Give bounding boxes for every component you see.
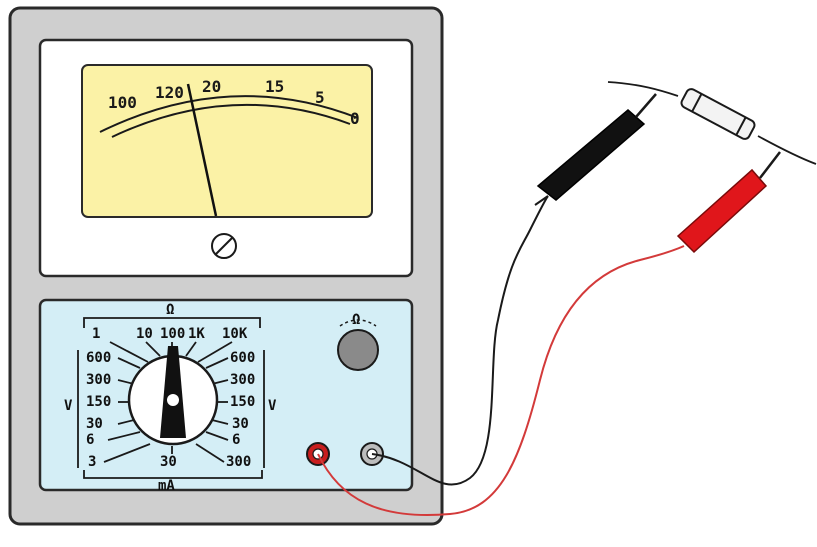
resistor-band	[735, 116, 747, 136]
resistor-under-test	[607, 81, 817, 165]
resistor-body	[680, 88, 756, 140]
left-range-label: 300	[86, 372, 111, 388]
right-voltage-unit-label: V	[268, 398, 277, 414]
red-lead-wire	[317, 245, 685, 516]
range-selector-knob[interactable]	[127, 346, 219, 446]
selector-pointer	[160, 346, 186, 438]
meter-scale-outer-arc	[99, 95, 359, 133]
ohm-range-label: 1K	[188, 326, 205, 342]
ohm-adjust-symbol: Ω	[352, 312, 360, 328]
selector-pivot	[167, 394, 179, 406]
meter-scale-inner-arc	[111, 103, 351, 138]
scale-label: 0	[350, 109, 360, 128]
right-range-label: 30	[232, 416, 249, 432]
left-range-label: 3	[88, 454, 96, 470]
black-lead-wire	[371, 195, 549, 486]
right-range-label: 6	[232, 432, 240, 448]
scale-label: 15	[265, 77, 284, 96]
resistor-band	[691, 93, 703, 113]
ma-unit-label: mA	[158, 478, 175, 494]
meter-face	[81, 64, 373, 218]
ohm-unit-label: Ω	[166, 302, 174, 318]
ohm-range-bracket	[83, 317, 261, 328]
ohm-range-label: 1	[92, 326, 100, 342]
left-range-label: 30	[86, 416, 103, 432]
ohm-adjust-knob[interactable]	[337, 329, 379, 371]
left-voltage-unit-label: V	[64, 398, 73, 414]
scale-label: 5	[315, 88, 325, 107]
black-probe[interactable]	[534, 93, 657, 206]
ma-range-bracket	[83, 470, 263, 479]
ohm-adjust-arc	[339, 319, 377, 327]
meter-needle	[186, 83, 218, 217]
zero-adjust-screw-icon[interactable]	[211, 233, 237, 259]
right-range-label: 150	[230, 394, 255, 410]
red-probe[interactable]	[676, 151, 781, 254]
right-range-label: 300	[230, 372, 255, 388]
left-range-label: 600	[86, 350, 111, 366]
scale-label: 120	[155, 83, 184, 102]
resistor-right-lead	[757, 135, 817, 165]
black-probe-tip	[635, 93, 657, 118]
ohm-range-label: 100	[160, 326, 185, 342]
left-range-label: 6	[86, 432, 94, 448]
ma-range-label: 30	[160, 454, 177, 470]
right-range-label: 300	[226, 454, 251, 470]
scale-label: 20	[202, 77, 221, 96]
right-range-label: 600	[230, 350, 255, 366]
scale-label: 100	[108, 93, 137, 112]
left-range-label: 150	[86, 394, 111, 410]
red-probe-tip	[759, 151, 781, 179]
ohm-range-label: 10K	[222, 326, 248, 342]
resistor-left-lead	[607, 81, 679, 97]
ohm-range-label: 10	[136, 326, 153, 342]
